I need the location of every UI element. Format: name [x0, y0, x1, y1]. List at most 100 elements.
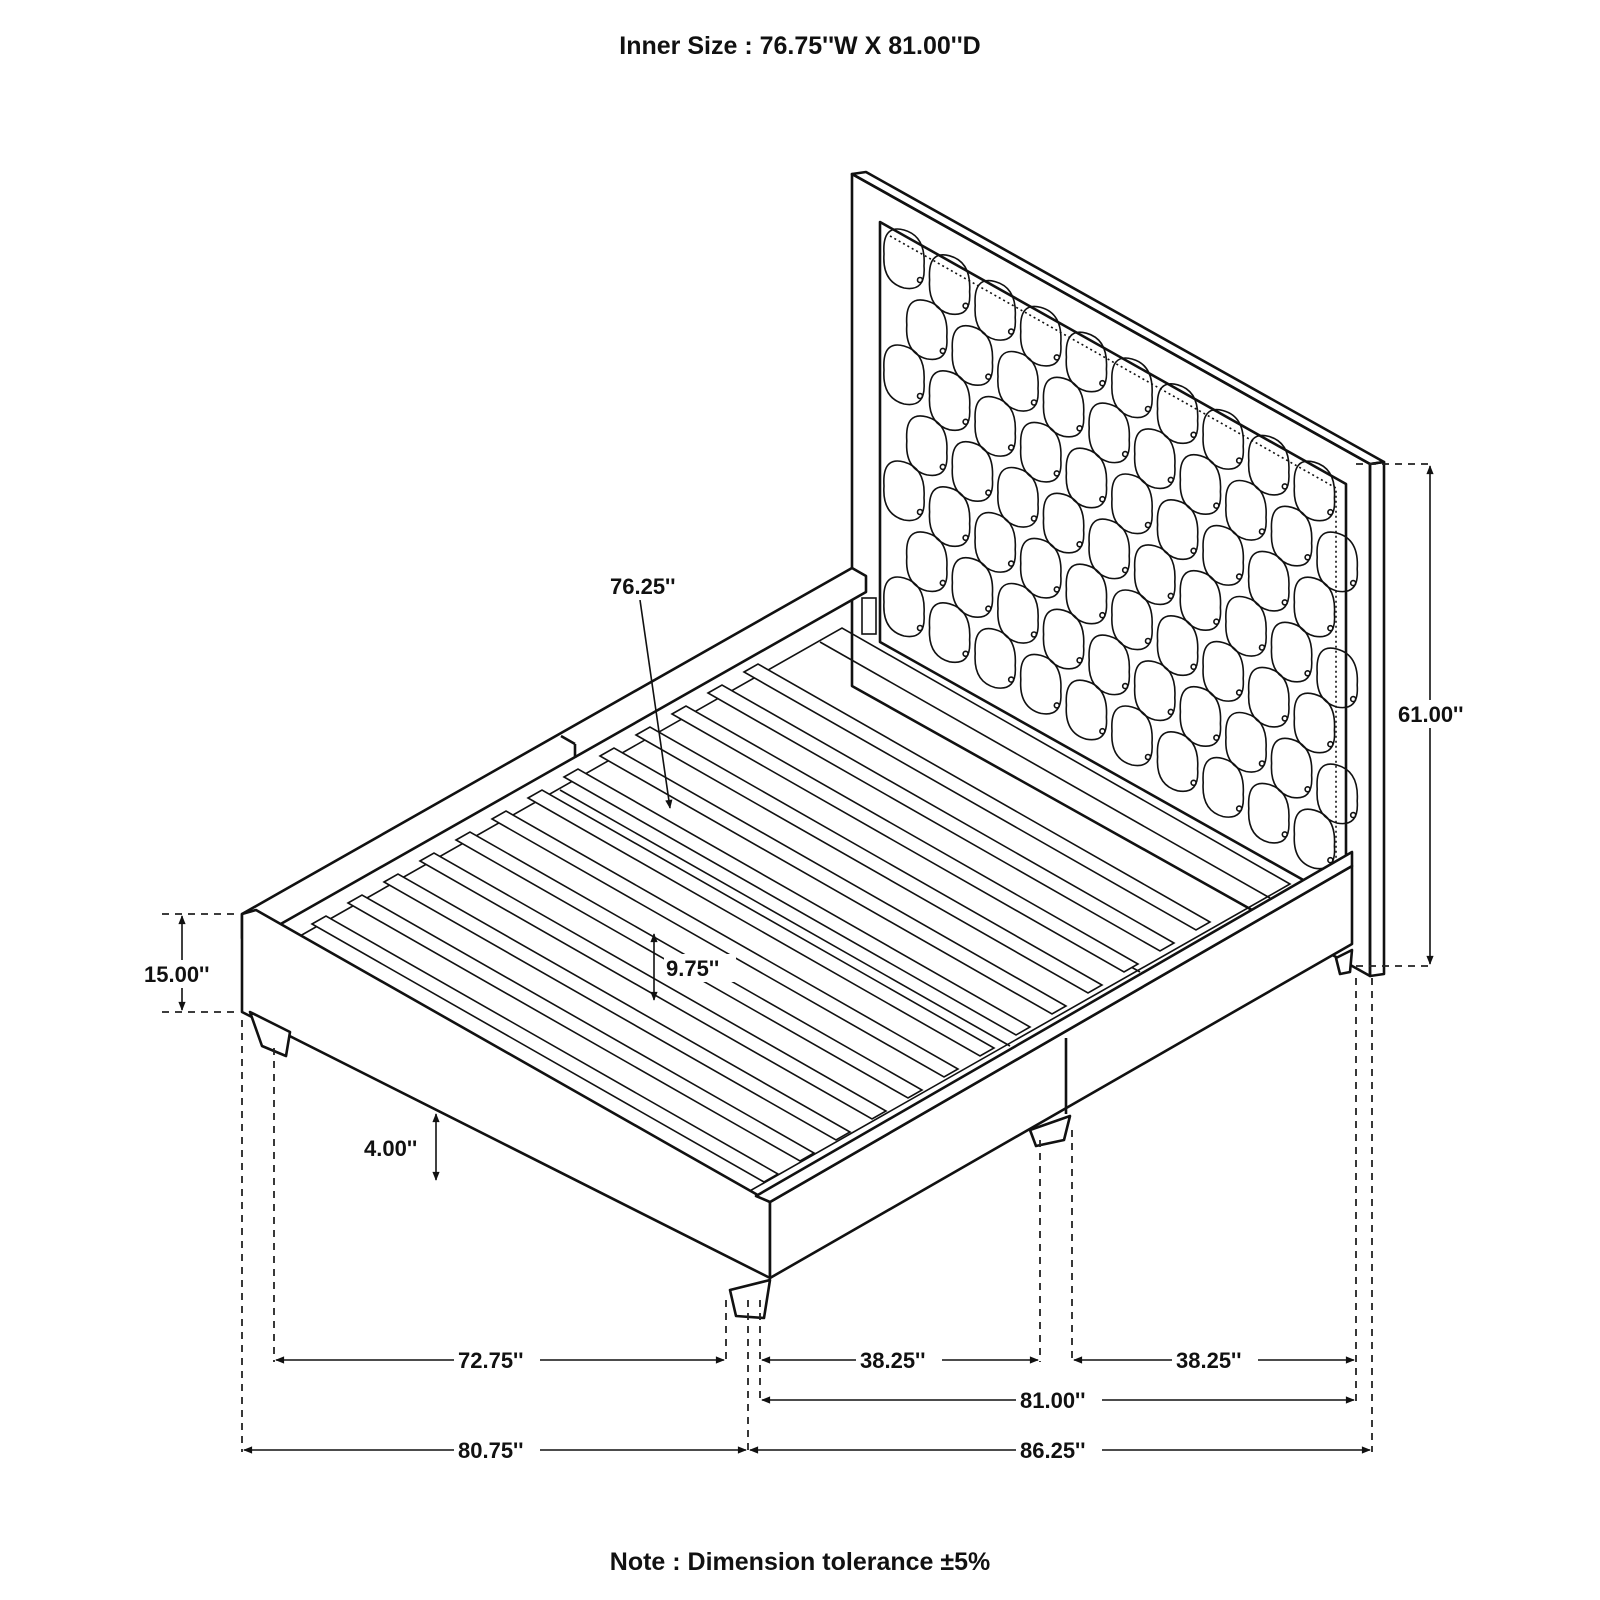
tuft-button	[985, 605, 992, 613]
tuft-button	[985, 373, 992, 381]
tuft-button	[1281, 831, 1289, 838]
headboard	[850, 170, 1386, 978]
tuft-button	[1121, 450, 1129, 458]
inner-width-label: 72.75''	[458, 1348, 524, 1373]
tuft-button	[1304, 553, 1311, 561]
tuft-button	[1144, 521, 1152, 529]
tuft-cell	[1247, 782, 1290, 844]
tuft-button	[1327, 624, 1334, 632]
inner-size-title: Inner Size : 76.75''W X 81.00''D	[619, 32, 981, 60]
tuft-cell	[1156, 731, 1199, 793]
tuft-button	[916, 508, 924, 516]
tuft-button	[1190, 547, 1197, 555]
support-height-label: 9.75''	[666, 956, 719, 981]
tuft-button	[939, 579, 947, 587]
slat	[562, 768, 1032, 1036]
tuft-button	[962, 534, 969, 542]
tuft-button	[1007, 676, 1015, 683]
tuft-cell	[1111, 705, 1153, 767]
tuft-button	[1258, 760, 1266, 767]
tuft-button	[1099, 495, 1106, 503]
tuft-button	[1121, 682, 1129, 690]
tuft-button	[1190, 779, 1197, 787]
tuft-button	[962, 302, 969, 310]
extension-lines	[162, 463, 1428, 1452]
tuft-button	[1144, 637, 1152, 645]
tuft-button	[1349, 811, 1357, 819]
tufting-pattern	[883, 228, 1359, 870]
half-length-front-label: 38.25''	[860, 1348, 926, 1373]
tuft-cell	[1202, 756, 1245, 818]
tuft-cell	[974, 627, 1017, 689]
tuft-cell	[883, 460, 925, 522]
tuft-button	[1076, 424, 1083, 432]
tuft-button	[1213, 618, 1220, 626]
slat	[598, 747, 1068, 1015]
tuft-button	[1327, 508, 1334, 516]
tuft-button	[1007, 444, 1015, 451]
tuft-cell	[1019, 653, 1062, 715]
tuft-button	[1327, 856, 1334, 864]
tuft-button	[1235, 457, 1243, 464]
headboard-height-label: 61.00''	[1398, 702, 1464, 727]
tuft-button	[1007, 560, 1015, 567]
tuft-button	[1099, 727, 1106, 735]
slat	[382, 873, 852, 1141]
slat	[742, 663, 1212, 931]
tuft-button	[1053, 586, 1061, 593]
tuft-button	[1281, 599, 1289, 606]
slat	[634, 726, 1104, 994]
tuft-button	[985, 489, 992, 497]
tuft-button	[916, 392, 924, 400]
tuft-button	[1099, 379, 1106, 387]
tuft-button	[1190, 431, 1197, 439]
tuft-button	[1076, 540, 1083, 548]
tuft-button	[1030, 631, 1038, 638]
tuft-button	[1304, 785, 1311, 793]
tuft-cell	[883, 344, 925, 406]
tuft-button	[1281, 483, 1289, 490]
slat	[526, 789, 996, 1057]
tuft-button	[1235, 805, 1243, 812]
tuft-button	[1258, 528, 1266, 535]
overall-width-label: 80.75''	[458, 1438, 524, 1463]
slat	[670, 705, 1140, 973]
tuft-button	[1327, 740, 1334, 748]
tuft-button	[1144, 753, 1152, 761]
tuft-button	[1007, 328, 1015, 335]
tuft-button	[1167, 592, 1175, 600]
tuft-button	[1235, 689, 1243, 696]
half-length-rear-label: 38.25''	[1176, 1348, 1242, 1373]
tuft-button	[1030, 515, 1038, 522]
tuft-button	[1076, 656, 1083, 664]
slat	[706, 684, 1176, 952]
tuft-button	[1235, 573, 1243, 580]
tuft-button	[1349, 579, 1357, 587]
tuft-cell	[883, 576, 925, 638]
tuft-cell	[883, 228, 925, 290]
tuft-button	[1281, 715, 1289, 722]
tuft-button	[1053, 702, 1061, 709]
tuft-button	[1349, 695, 1357, 703]
tuft-cell	[928, 602, 971, 664]
slat	[346, 894, 816, 1162]
tuft-button	[1121, 566, 1129, 574]
tuft-button	[1190, 663, 1197, 671]
tuft-button	[1053, 354, 1061, 361]
tuft-button	[1167, 708, 1175, 716]
slat	[490, 810, 960, 1078]
tuft-button	[916, 624, 924, 632]
tuft-cell	[1065, 679, 1108, 741]
tuft-button	[962, 418, 969, 426]
tuft-button	[962, 650, 969, 658]
tuft-cell	[1293, 808, 1336, 870]
slat-length-label: 76.25''	[610, 574, 676, 599]
tuft-button	[1258, 644, 1266, 651]
bed-frame-front	[240, 850, 1354, 1320]
dimension-labels: 76.25'' 61.00'' 15.00'' 9.75'' 4.00'' 72…	[140, 572, 1476, 1464]
overall-length-label: 86.25''	[1020, 1438, 1086, 1463]
tuft-button	[939, 463, 947, 471]
slat	[310, 915, 780, 1183]
inner-length-label: 81.00''	[1020, 1388, 1086, 1413]
